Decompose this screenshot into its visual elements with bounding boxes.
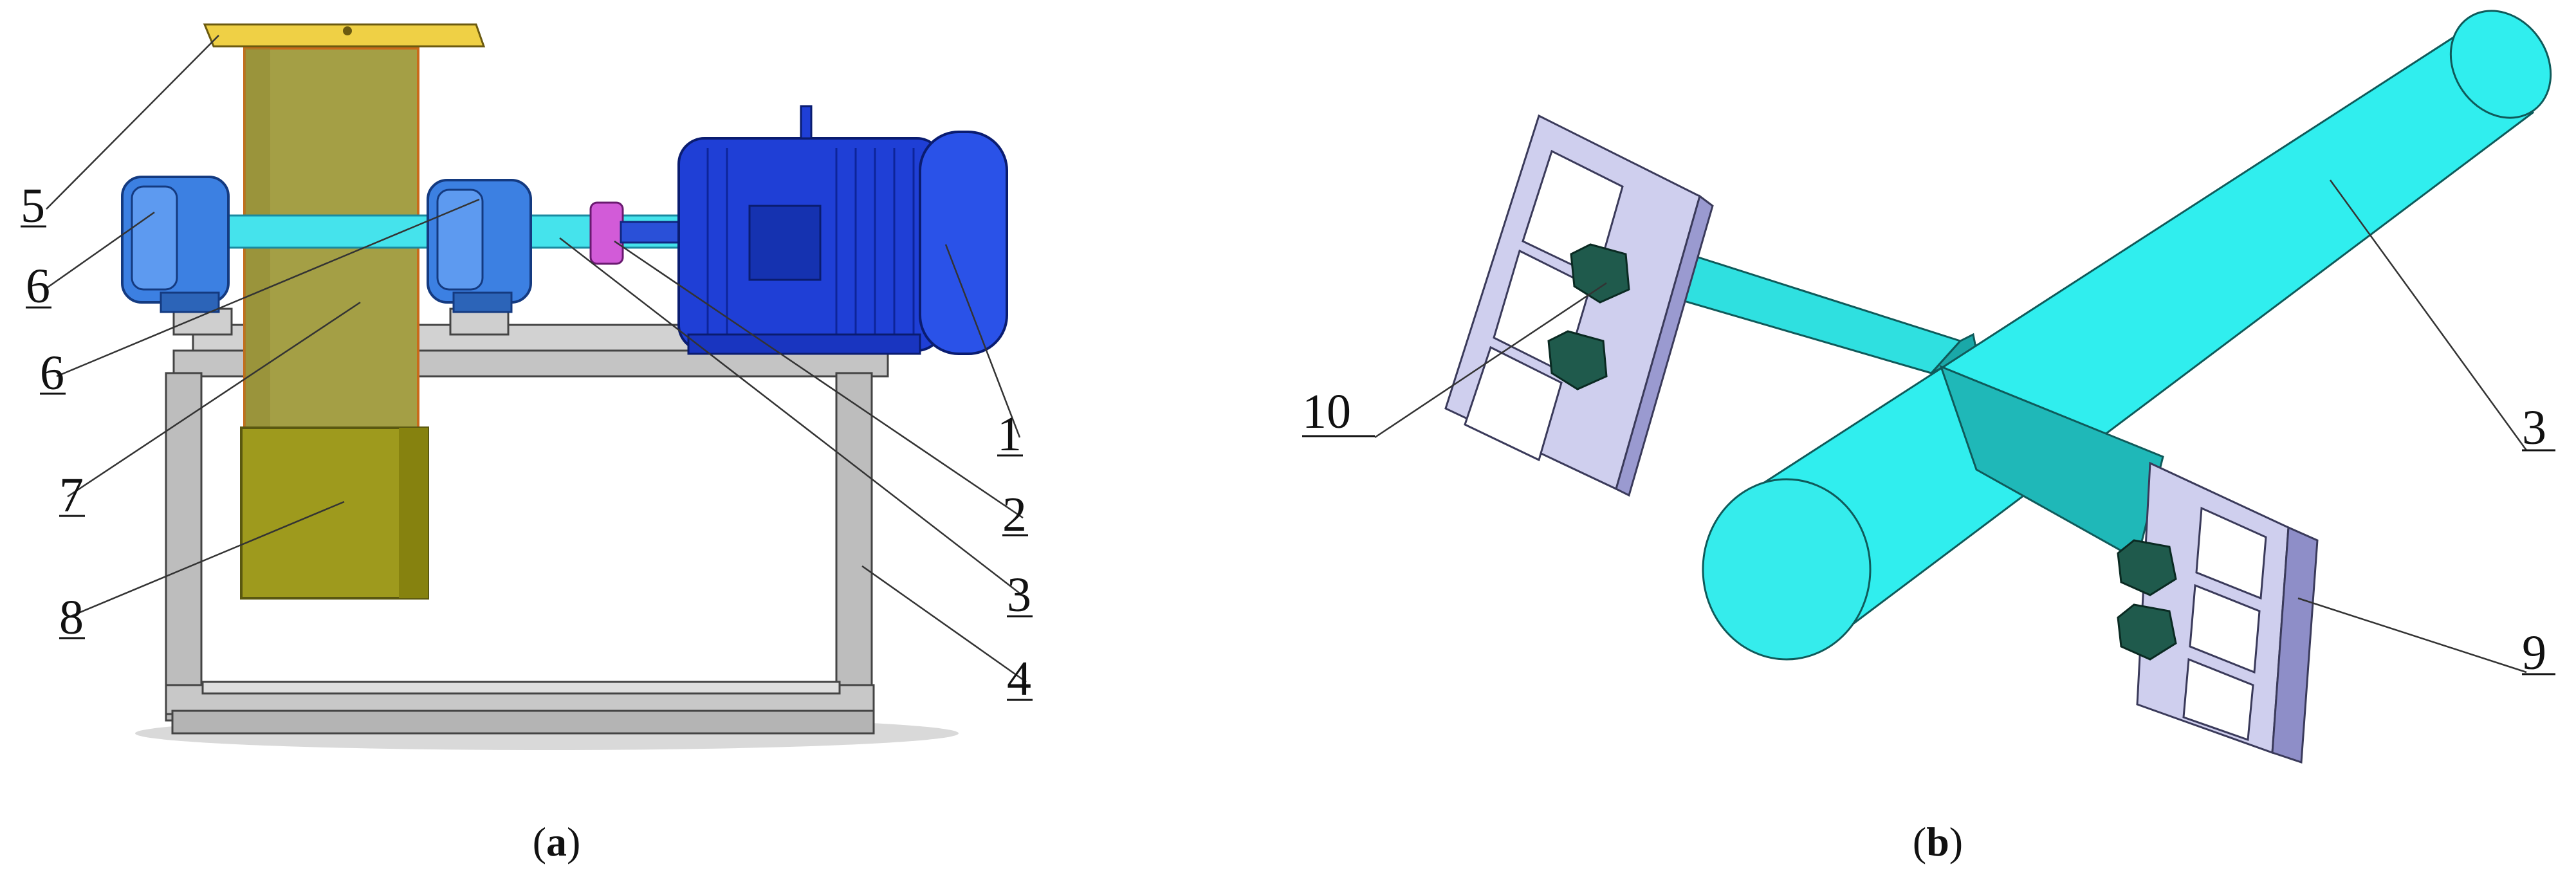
panel-a-drawing: 5 6 6 7 8 1 2 3 4 (a) [21,23,1033,865]
panel-b: 10 3 9 (b) [1288,0,2576,880]
callout-6-left: 6 [26,259,50,313]
leader-lines-b [1374,179,2528,674]
bolt-lower-2 [2117,603,2177,661]
callout-3-b: 3 [2522,401,2546,455]
panel-a: 5 6 6 7 8 1 2 3 4 (a) [21,23,1033,865]
blade-holder-upper [1444,114,1714,497]
callout-1: 1 [997,407,1022,461]
bearing-mount-left [172,307,233,336]
bolt-upper-1 [1570,243,1630,304]
coupling [589,201,624,265]
blade-holder-lower [2117,461,2319,764]
callout-4: 4 [1007,652,1031,706]
leader-lines-a [46,35,1027,683]
callout-7: 7 [59,468,84,522]
top-plate [203,23,486,48]
callout-5: 5 [21,179,45,233]
discharge-box [240,426,429,600]
callout-9: 9 [2522,626,2546,680]
motor-shaft [620,221,683,244]
frame [165,324,889,735]
callout-3: 3 [1007,568,1031,622]
bearing-left [121,176,230,313]
callout-2: 2 [1002,488,1027,542]
bolt-lower-1 [2117,539,2177,596]
top-plate-hole [343,26,352,35]
caption-b: (b) [1913,819,1963,865]
bolt-upper-2 [1547,330,1608,390]
callout-8: 8 [59,591,84,645]
callout-10: 10 [1302,385,1351,439]
callout-6-right: 6 [40,346,64,400]
caption-a: (a) [533,819,581,865]
rotor-cylinder [1702,10,2552,661]
motor [677,105,1008,355]
discharge-box-side [399,428,428,598]
panel-b-drawing: 10 3 9 (b) [1302,10,2555,865]
